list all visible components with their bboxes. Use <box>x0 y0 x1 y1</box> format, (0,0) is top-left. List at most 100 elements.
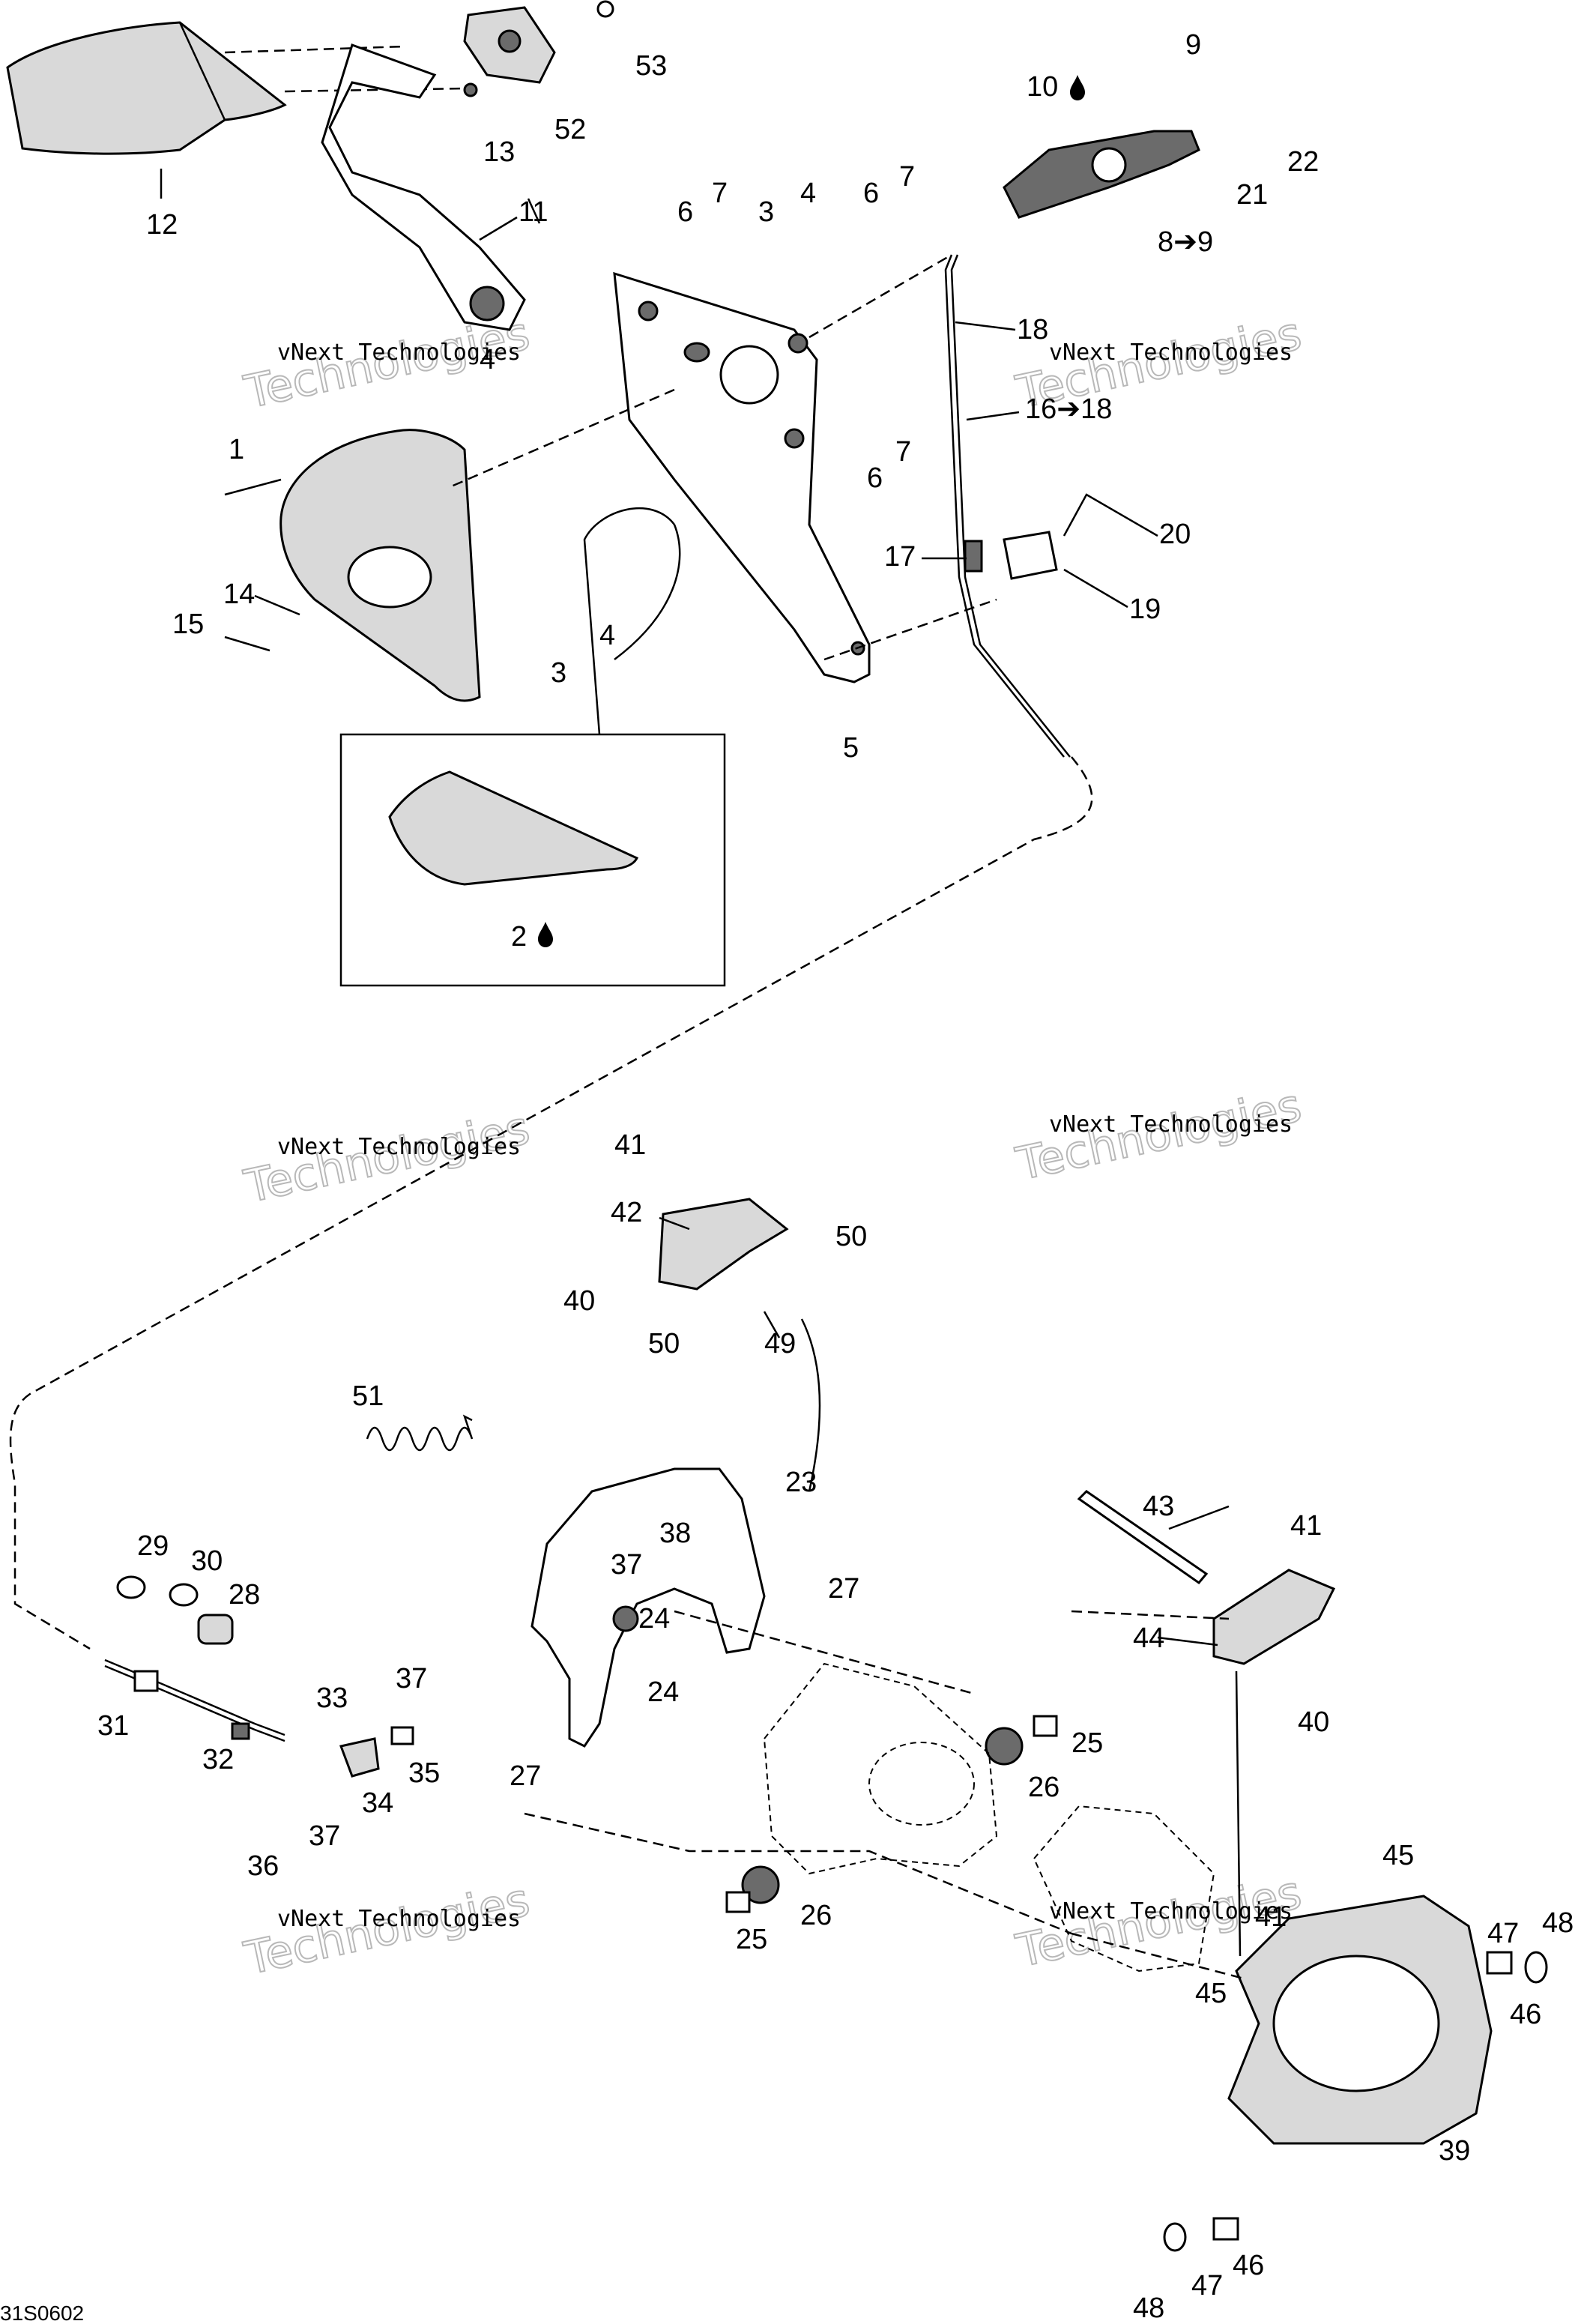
label-38: 38 <box>659 1518 691 1549</box>
label-35: 35 <box>408 1757 440 1789</box>
part-29-bushing <box>116 1575 146 1599</box>
label-25b: 25 <box>736 1924 767 1955</box>
label-15: 15 <box>172 609 204 640</box>
label-37c: 37 <box>611 1549 642 1581</box>
part-19-plate <box>1003 531 1058 580</box>
label-6c: 6 <box>867 462 883 494</box>
label-34: 34 <box>362 1787 393 1819</box>
label-4: 4 <box>800 178 816 209</box>
label-32: 32 <box>202 1744 234 1775</box>
housing-ghost-outline <box>763 1662 998 1875</box>
label-47: 47 <box>1487 1918 1519 1949</box>
part-51-spring <box>366 1414 474 1452</box>
label-46: 46 <box>1510 1999 1541 2030</box>
label-27: 27 <box>828 1573 859 1605</box>
part-23-lever-bracket <box>530 1467 766 1748</box>
label-33: 33 <box>316 1682 348 1714</box>
part-53-nut <box>596 0 614 18</box>
label-47b: 47 <box>1191 2270 1223 2302</box>
leader-lines <box>160 169 1230 1647</box>
part-46-bushing <box>1212 2217 1239 2241</box>
label-18: 18 <box>1017 314 1048 345</box>
label-41c: 41 <box>1255 1901 1287 1933</box>
label-44: 44 <box>1133 1623 1164 1654</box>
drawing-code: 31S0602 <box>0 2302 84 2324</box>
oil-drop-icon <box>1070 75 1085 100</box>
label-45: 45 <box>1382 1840 1414 1871</box>
label-45b: 45 <box>1195 1978 1227 2009</box>
label-8-9: 8➔9 <box>1158 226 1213 258</box>
part-30-bushing <box>169 1583 199 1607</box>
label-37: 37 <box>396 1663 427 1694</box>
callout-labels: 1 2 3 3 4 4 4 5 6 6 6 7 7 7 8➔9 9 10 11 … <box>97 29 1574 2324</box>
label-26b: 26 <box>800 1900 832 1931</box>
label-21: 21 <box>1236 179 1268 211</box>
label-14: 14 <box>223 579 255 610</box>
part-5-main-plate <box>613 271 871 683</box>
label-7c: 7 <box>895 436 911 468</box>
label-3b: 3 <box>551 657 566 689</box>
label-2: 2 <box>511 921 527 953</box>
part-25-bushing <box>1033 1715 1058 1737</box>
label-23: 23 <box>785 1467 817 1498</box>
label-19: 19 <box>1129 594 1161 625</box>
part-11-lever-arm <box>321 43 526 331</box>
watermark-text: vNext Technologies <box>1049 339 1293 366</box>
watermark: Technologies vNext Technologies <box>239 1873 535 1986</box>
watermark-text: vNext Technologies <box>277 1134 521 1160</box>
label-4b: 4 <box>480 344 495 375</box>
part-47-washer <box>1163 2222 1187 2252</box>
part-44-bracket <box>1212 1569 1336 1665</box>
label-29: 29 <box>137 1530 169 1562</box>
label-41: 41 <box>614 1129 646 1161</box>
label-11: 11 <box>519 196 548 228</box>
part-43-link <box>1077 1490 1209 1585</box>
cable-28-31 <box>104 1659 285 1736</box>
label-20: 20 <box>1159 519 1191 550</box>
label-6b: 6 <box>863 178 879 209</box>
part-26-bearing <box>985 1727 1024 1766</box>
label-24: 24 <box>638 1603 670 1635</box>
label-46b: 46 <box>1233 2250 1264 2281</box>
oil-drop-icon <box>538 922 553 947</box>
part-drawings <box>6 0 1548 2252</box>
label-10: 10 <box>1027 71 1058 103</box>
label-16-18: 16➔18 <box>1025 393 1112 425</box>
label-13: 13 <box>483 136 515 168</box>
label-17: 17 <box>884 541 916 573</box>
label-5: 5 <box>843 732 859 764</box>
part-13-screw <box>463 82 478 97</box>
label-50: 50 <box>835 1221 867 1252</box>
part-47-washer <box>1524 1951 1548 1984</box>
label-42: 42 <box>611 1197 642 1228</box>
label-1: 1 <box>229 434 244 465</box>
label-31: 31 <box>97 1710 129 1742</box>
watermark-text: vNext Technologies <box>1049 1111 1293 1138</box>
part-32-clip <box>231 1722 250 1740</box>
label-3: 3 <box>758 196 774 228</box>
part-42-bracket <box>658 1198 789 1291</box>
label-27b: 27 <box>510 1760 541 1792</box>
label-28: 28 <box>229 1579 260 1611</box>
part-28-bushing <box>197 1614 234 1645</box>
part-35-bushing <box>390 1726 414 1745</box>
label-48: 48 <box>1542 1907 1574 1939</box>
detail-inset-box <box>339 733 726 987</box>
label-49: 49 <box>764 1328 796 1359</box>
watermark-text: vNext Technologies <box>277 1906 521 1932</box>
label-30: 30 <box>191 1545 223 1577</box>
label-25: 25 <box>1071 1727 1103 1759</box>
label-6: 6 <box>677 196 693 228</box>
part-31-end <box>133 1670 159 1692</box>
label-7b: 7 <box>899 161 915 193</box>
label-26: 26 <box>1028 1772 1059 1803</box>
label-24b: 24 <box>647 1676 679 1708</box>
label-41b: 41 <box>1290 1510 1322 1542</box>
part-17-connector <box>964 540 983 573</box>
label-50b: 50 <box>648 1328 680 1359</box>
label-48b: 48 <box>1133 2293 1164 2324</box>
part-26-bearing <box>741 1865 780 1904</box>
label-36: 36 <box>247 1850 279 1882</box>
watermark-text: vNext Technologies <box>1049 1898 1293 1925</box>
